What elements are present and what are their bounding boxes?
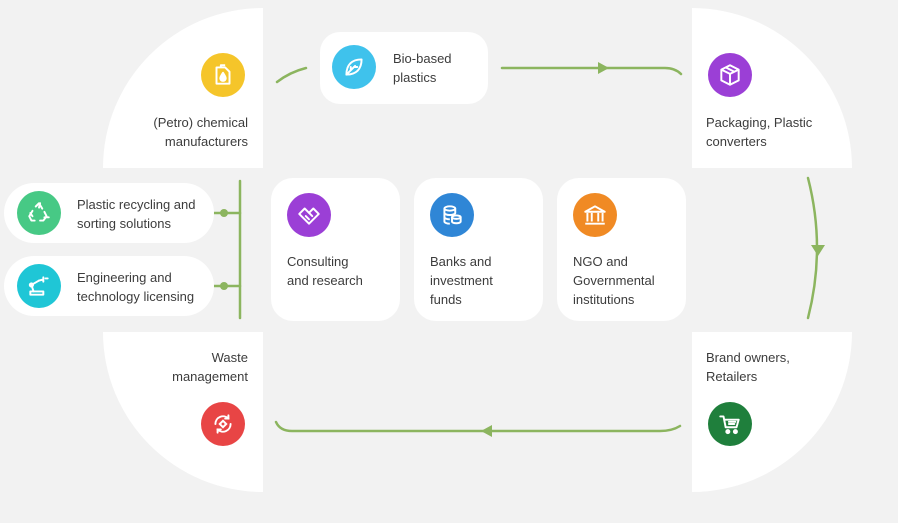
consulting-label: Consulting and research [287,254,363,288]
coins-icon [430,193,474,237]
engineering-node: Engineering and technology licensing [4,256,214,316]
waste-label: Waste management [172,350,248,384]
bio-node: Bio-based plastics [320,32,488,104]
bio-label: Bio-based plastics [393,51,452,85]
connector-dot-engineering [220,282,228,290]
institution-icon [573,193,617,237]
arrow-head-top [598,62,609,74]
waste-node: Waste management [103,332,263,492]
engineering-label: Engineering and technology licensing [77,270,195,304]
banks-node: Banks and investment funds [414,178,543,321]
brand-label: Brand owners, Retailers [706,350,790,384]
ngo-node: NGO and Governmental institutions [557,178,686,321]
waste-cycle-icon [201,402,245,446]
ngo-label: NGO and Governmental institutions [573,254,655,307]
fuel-can-icon [201,53,245,97]
shopping-cart-icon [708,402,752,446]
handshake-icon [287,193,331,237]
connector-dot-recycling [220,209,228,217]
petro-label: (Petro) chemical manufacturers [153,115,248,149]
arrow-head-right [811,245,825,256]
arrow-head-bottom [481,425,492,437]
packaging-label: Packaging, Plastic converters [706,115,813,149]
package-icon [708,53,752,97]
banks-label: Banks and investment funds [430,254,493,307]
flow-line-brand-to-waste [274,420,682,433]
flow-line-petro-to-bio [275,66,308,84]
robot-arm-icon [17,264,61,308]
flow-line-bio-to-packaging [500,66,683,76]
recycle-icon [17,191,61,235]
recycling-label: Plastic recycling and sorting solutions [77,197,196,231]
leaf-icon [332,45,376,89]
consulting-node: Consulting and research [271,178,400,321]
recycling-node: Plastic recycling and sorting solutions [4,183,214,243]
